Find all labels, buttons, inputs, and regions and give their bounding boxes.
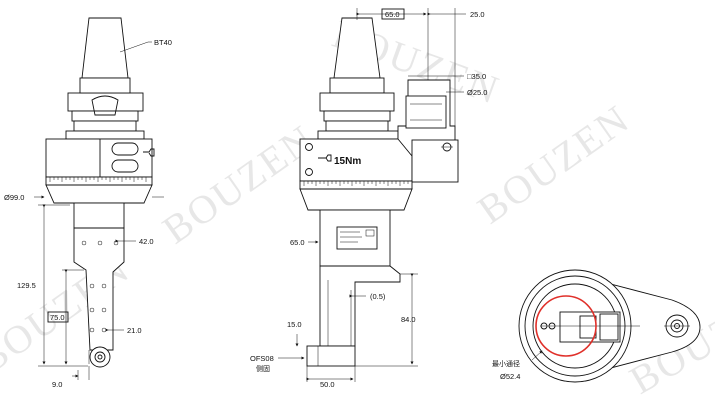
torque-label: 15Nm xyxy=(334,156,361,167)
dim-75: 75.0 xyxy=(50,313,65,322)
left-view: BT40 Ø99.0 42.0 129.5 75.0 21.0 9.0 xyxy=(4,17,172,389)
watermark-1: BOUZEN xyxy=(154,116,323,253)
ofs-label: OFS08 xyxy=(250,354,274,363)
dim-65-side: 65.0 xyxy=(290,238,305,247)
dim-diameter-99: Ø99.0 xyxy=(4,193,24,202)
dim-84: 84.0 xyxy=(401,315,416,324)
dim-65-top: 65.0 xyxy=(385,10,400,19)
dim-9: 9.0 xyxy=(52,380,62,389)
min-bore-circle xyxy=(535,295,597,357)
dim-21: 21.0 xyxy=(127,326,142,335)
side-scale-ticks xyxy=(303,181,409,186)
dim-square-35: □35.0 xyxy=(467,72,486,81)
dim-diameter-25: Ø25.0 xyxy=(467,88,487,97)
dim-25-top: 25.0 xyxy=(470,10,485,19)
watermark-2: BOUZEN xyxy=(469,96,638,233)
dim-50: 50.0 xyxy=(320,380,335,389)
dim-129-5: 129.5 xyxy=(17,281,36,290)
min-bore-value: Ø52.4 xyxy=(500,372,520,381)
bottom-view: 最小通径 Ø52.4 xyxy=(492,269,701,383)
min-bore-label: 最小通径 xyxy=(492,359,520,368)
side-view: 15Nm 65.0 25.0 xyxy=(250,8,487,389)
ofs-sub-label: 侧固 xyxy=(256,364,270,373)
dim-15: 15.0 xyxy=(287,320,302,329)
left-scale-ticks xyxy=(49,177,147,182)
bt40-label: BT40 xyxy=(154,38,172,47)
dim-42: 42.0 xyxy=(139,237,154,246)
dim-0-5: (0.5) xyxy=(370,292,386,301)
